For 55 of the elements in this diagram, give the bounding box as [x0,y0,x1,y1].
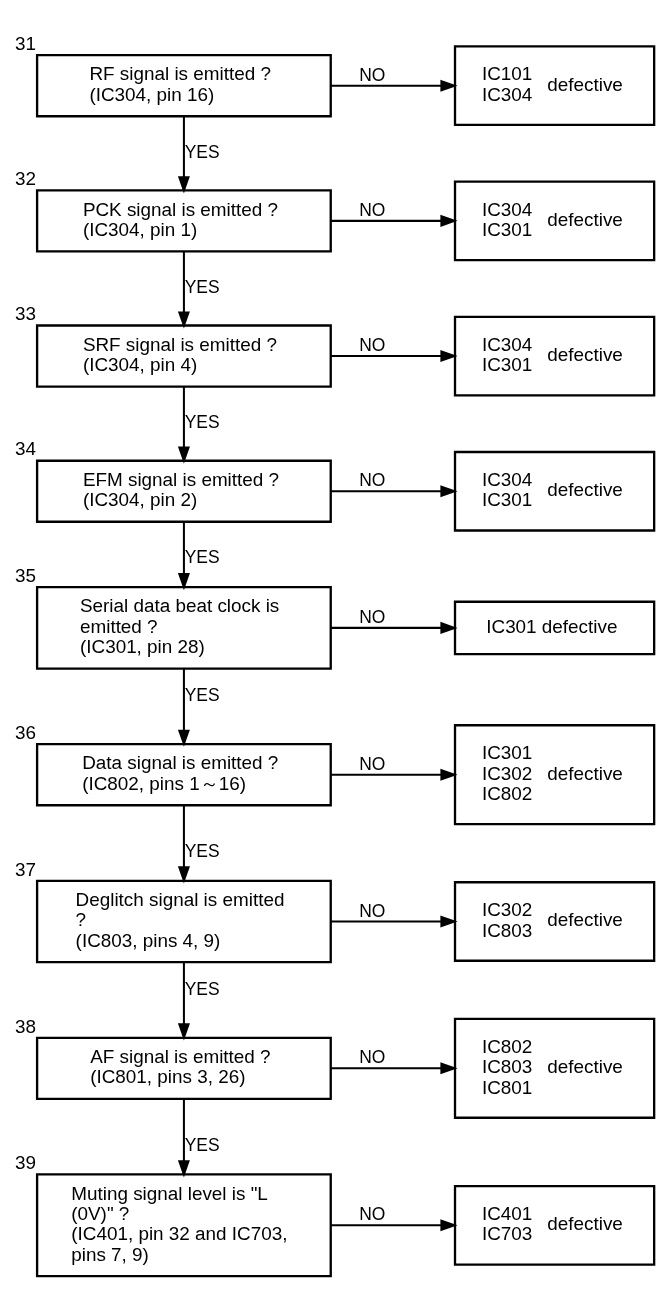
edge-label: YES [184,411,220,432]
arrow [330,621,458,634]
node-box: IC802 IC803 IC801 defective [453,1017,656,1119]
arrow [330,349,458,362]
arrow [330,214,458,227]
arrow [177,1098,190,1177]
edge-label: NO [359,606,386,627]
edge-label: YES [184,978,220,999]
node-box: IC301 defective [453,600,656,655]
arrow [177,668,190,747]
node-box: RF signal is emitted ? (IC304, pin 16) [35,53,332,117]
arrow [330,1061,458,1074]
node-label: 33 [14,302,36,324]
arrow [330,1218,458,1231]
edge-label: YES [184,840,220,861]
node-label: 37 [14,858,36,880]
edge-label: NO [359,753,386,774]
edge-label: YES [184,1134,220,1155]
edge-label: NO [359,1046,386,1067]
edge-label: YES [184,546,220,567]
node-box: Muting signal level is "L (0V)" ? (IC401, pin 32 and IC703, pins 7, 9) [35,1172,332,1277]
node-box: SRF signal is emitted ? (IC304, pin 4) [35,323,332,388]
edge-label: YES [184,141,220,162]
node-label: 38 [14,1015,36,1037]
node-box: Data signal is emitted ? (IC802, pins 1～16) [35,742,332,806]
edge-label: YES [184,276,220,297]
arrow [330,915,458,928]
node-label: 31 [14,32,36,54]
edge-label: NO [359,900,386,921]
node-box: AF signal is emitted ? (IC801, pins 3, 26) [35,1036,332,1100]
arrow [177,521,190,590]
arrow [330,768,458,781]
node-box: EFM signal is emitted ? (IC304, pin 2) [35,459,332,523]
arrow [330,79,458,92]
node-box: Serial data beat clock is emitted ? (IC301, pin 28) [35,585,332,670]
node-box: IC301 IC302 IC802 defective [453,723,656,825]
arrow [330,484,458,497]
node-label: 35 [14,564,36,586]
node-box: PCK signal is emitted ? (IC304, pin 1) [35,188,332,253]
arrow [177,251,190,329]
edge-label: NO [359,1203,386,1224]
arrow [177,115,190,193]
node-label: 39 [14,1151,36,1173]
edge-label: NO [359,199,386,220]
arrow [177,805,190,883]
edge-label: YES [184,684,220,705]
arrow [177,961,190,1040]
node-label: 32 [14,167,36,189]
edge-label: NO [359,64,386,85]
node-label: 34 [14,437,36,459]
node-label: 36 [14,721,36,743]
edge-label: NO [359,469,386,490]
node-box: Deglitch signal is emitted ? (IC803, pins 4, 9) [35,879,332,963]
edge-label: NO [359,334,386,355]
arrow [177,386,190,464]
